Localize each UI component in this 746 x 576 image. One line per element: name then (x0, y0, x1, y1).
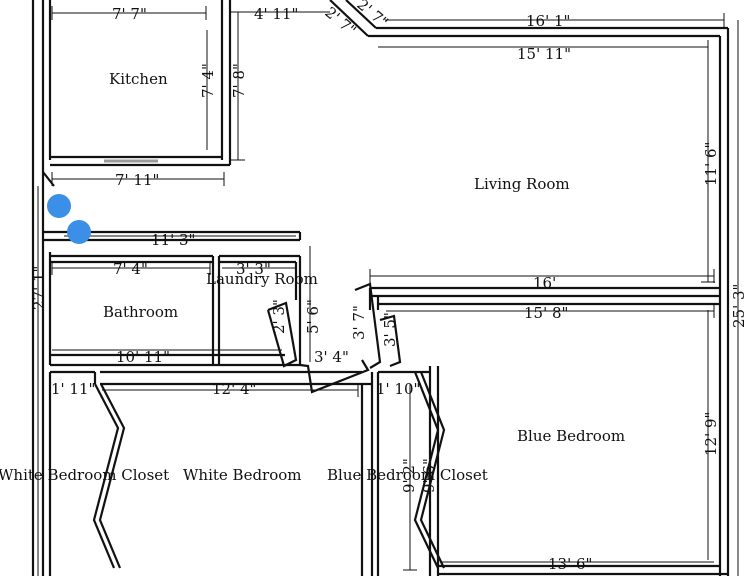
marker-dot-upper[interactable] (47, 194, 71, 218)
room-label-white-bedroom-closet: White Bedroom Closet (0, 466, 169, 484)
dim-blue-bottom: 13' 6" (548, 555, 592, 573)
dim-laundry-door: 2' 3" (270, 299, 288, 334)
dim-blue-right: 12' 9" (702, 412, 720, 456)
dimension-lines (37, 6, 739, 576)
dim-total-left: 27' 1" (30, 266, 48, 310)
dim-bath-bottom: 10' 11" (116, 348, 170, 366)
dim-kitchen-outer-height: 7' 8" (230, 63, 248, 98)
dimension-labels: 7' 7" 7' 4" 7' 8" 7' 11" 4' 11" 2' 7" 2'… (30, 0, 746, 573)
room-label-blue-bedroom-closet: Blue Bedroom Closet (327, 466, 488, 484)
dim-white-closet-top: 1' 11" (51, 380, 95, 398)
dim-total-right: 25' 3" (730, 284, 746, 328)
room-label-living-room: Living Room (474, 175, 570, 193)
dim-corridor-1: 3' 7" (350, 305, 368, 340)
room-label-laundry-room: Laundry Room (206, 270, 318, 288)
dim-bath-top: 7' 4" (113, 260, 148, 278)
room-label-bathroom: Bathroom (103, 303, 178, 321)
dim-kitchen-bottom: 7' 11" (115, 171, 159, 189)
dim-hall-mid: 11' 3" (151, 231, 195, 249)
dim-living-bottom: 16' (533, 274, 556, 292)
dim-living-right: 11' 6" (702, 142, 720, 186)
dim-blue-closet-top: 1' 10" (376, 380, 420, 398)
dim-blue-closet-depth-2: 9' 6" (420, 458, 438, 493)
dim-hall-small: 3' 4" (314, 348, 349, 366)
room-label-kitchen: Kitchen (109, 70, 168, 88)
walls (31, 0, 730, 576)
dim-living-top-outer: 16' 1" (526, 12, 570, 30)
dim-laundry-side: 5' 6" (304, 299, 322, 334)
dim-white-top: 12' 4" (212, 380, 256, 398)
dim-kitchen-top: 7' 7" (112, 5, 147, 23)
dim-kitchen-inner-height: 7' 4" (199, 63, 217, 98)
dim-hall-top: 4' 11" (254, 5, 298, 23)
dim-living-top-inner: 15' 11" (517, 45, 571, 63)
marker-dot-lower[interactable] (67, 220, 91, 244)
dim-laundry-top: 3' 3" (236, 260, 271, 278)
dim-blue-closet-depth-1: 9' 2" (400, 458, 418, 493)
dim-corridor-2: 3' 5" (381, 312, 399, 347)
room-label-blue-bedroom: Blue Bedroom (517, 427, 625, 445)
room-label-white-bedroom: White Bedroom (183, 466, 302, 484)
dim-blue-top: 15' 8" (524, 304, 568, 322)
